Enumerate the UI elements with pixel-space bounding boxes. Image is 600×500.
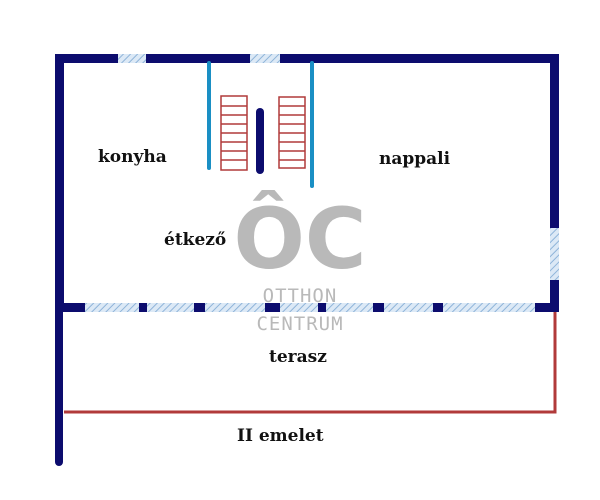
window-right (550, 228, 559, 280)
terrace-door-6 (384, 303, 433, 312)
terrace-door-3 (205, 303, 265, 312)
terrace-door-4 (280, 303, 318, 312)
window-top-left (118, 54, 146, 63)
stair-post (256, 108, 264, 174)
room-label-living-room: nappali (379, 149, 451, 169)
watermark-monogram: ÔC (233, 190, 366, 288)
staircase-left (220, 95, 248, 171)
terrace-door-1 (85, 303, 139, 312)
partitions (207, 61, 314, 188)
otthon-centrum-watermark: ÔC OTTHON CENTRUM (233, 190, 366, 335)
room-label-kitchen: konyha (98, 147, 167, 167)
watermark-line1: OTTHON (263, 285, 338, 307)
watermark-line2: CENTRUM (256, 313, 343, 335)
terrace-door-7 (443, 303, 535, 312)
terrace-railing (64, 312, 557, 414)
room-label-terrace: terasz (269, 347, 327, 367)
floor-caption: II emelet (237, 426, 324, 446)
right-wall (550, 54, 559, 312)
left-wall (55, 54, 64, 312)
room-label-dining: étkező (164, 230, 226, 250)
staircase-right (278, 96, 306, 169)
terrace-door-2 (147, 303, 194, 312)
windows (85, 54, 559, 312)
terrace-door-5 (326, 303, 373, 312)
window-top-center (250, 54, 280, 63)
top-wall (55, 54, 559, 63)
